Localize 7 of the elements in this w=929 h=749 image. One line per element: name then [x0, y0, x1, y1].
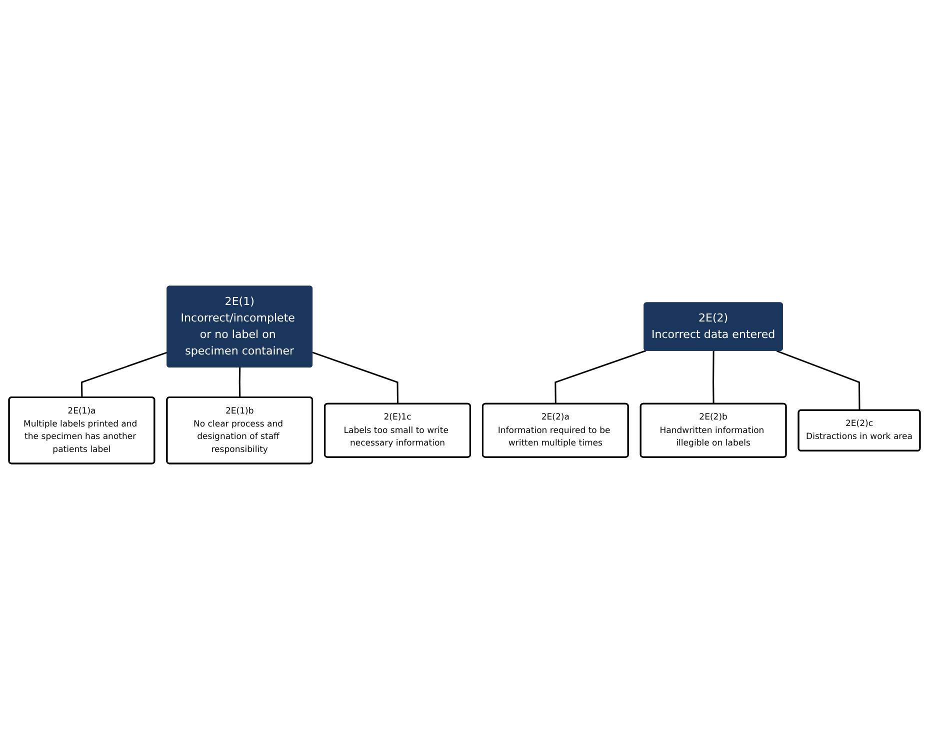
connector	[238, 367, 241, 398]
connector	[80, 352, 168, 398]
connector	[776, 350, 860, 410]
connector	[312, 352, 399, 404]
connector	[712, 350, 714, 404]
diagram: 2E(1) Incorrect/incomplete or no label on specimen container 2E(1)a Multiple labels printed and the specimen has another patients label 2E(1)b No clear process and designation of staff responsibility 2(E)1c Labels too small to write necessary information 2E(2) Incorrect data entered 2E(2)a Information required to be written multiple times 2E(2)b Handwritten information illegible on labels 2E(2)c Distractions in work area	[5, 282, 924, 468]
connector	[554, 350, 646, 404]
